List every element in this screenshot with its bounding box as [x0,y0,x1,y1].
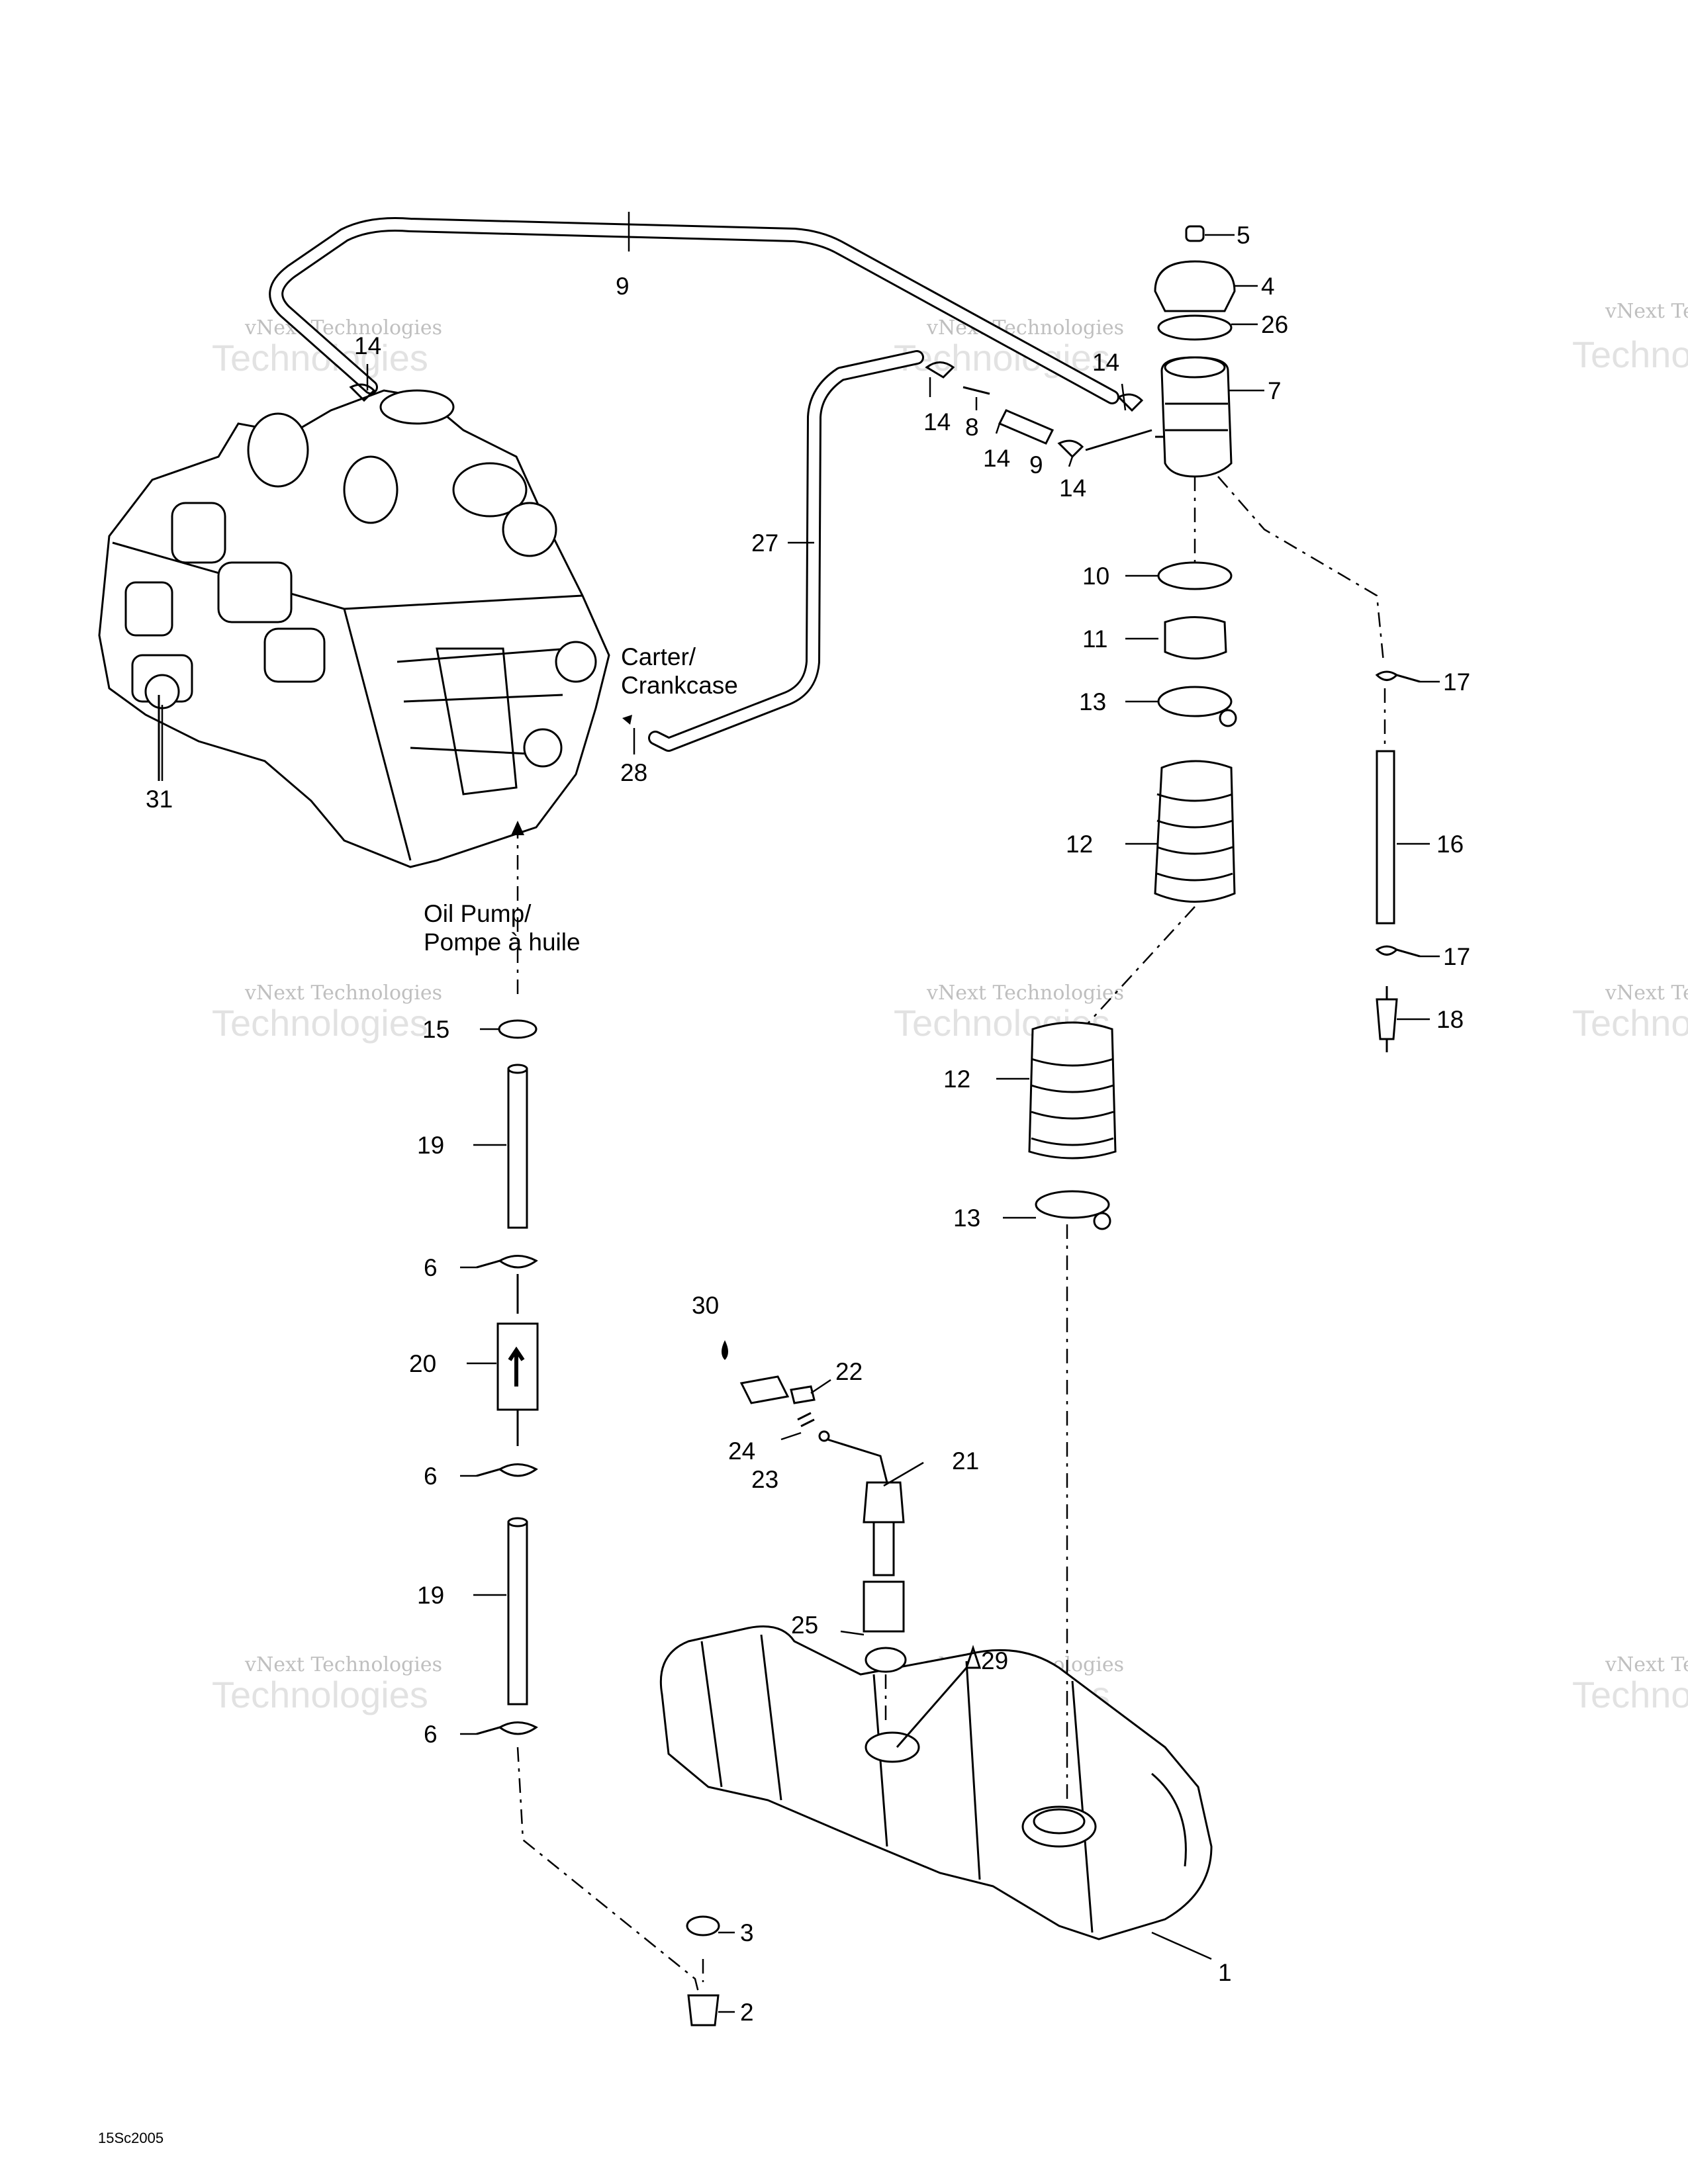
clamp [498,1019,538,1039]
callout-11: 11 [1082,625,1107,653]
callout-21: 21 [952,1447,979,1475]
oil-pump-label-line1: Oil Pump/ [424,900,532,927]
callout-10: 10 [1082,563,1109,590]
oil-pump-label-line2: Pompe à huile [424,929,581,956]
leader-lines [161,212,1440,2013]
svg-text:Technologies: Technologies [1572,1002,1688,1044]
right-vent-line [1217,476,1421,1052]
callout-5: 5 [1237,222,1250,249]
callout-6-b: 6 [424,1463,438,1490]
svg-text:Technologies: Technologies [1572,334,1688,375]
bellows-lower [1028,1021,1117,1160]
callout-29: 29 [981,1647,1008,1674]
callout-14-c: 14 [1059,475,1086,502]
oil-filler-assembly [1028,225,1237,1800]
engine [98,389,610,868]
nut [1164,616,1227,660]
callout-31: 31 [146,786,173,813]
clamp [1035,1190,1110,1219]
svg-text:vNext Technologies: vNext Technologies [1605,300,1688,323]
vent-fittings [349,361,1152,459]
gasket [1157,561,1233,590]
callout-23: 23 [751,1466,778,1493]
clamp [498,1255,538,1269]
callout-22: 22 [835,1358,863,1385]
crankcase-label-line1: Carter/ [621,643,696,670]
callout-14-a: 14 [923,408,951,435]
callout-6-c: 6 [424,1721,438,1748]
callout-27: 27 [751,529,778,557]
annotations: Carter/ Crankcase Oil Pump/ Pompe à huil… [98,643,738,2146]
callout-12-upper: 12 [1066,831,1093,858]
callout-4: 4 [1261,273,1275,300]
svg-text:vNext Technologies: vNext Technologies [1605,981,1688,1005]
hose [507,1068,528,1229]
callout-15: 15 [422,1016,449,1043]
svg-text:vNext Technologies: vNext Technologies [244,981,442,1005]
callout-labels: 5 4 26 7 9 14 14 14 8 14 9 14 27 10 11 1… [146,222,1470,2026]
callout-20: 20 [409,1350,436,1377]
callout-24: 24 [728,1437,755,1465]
callout-16: 16 [1436,831,1464,858]
callout-19-lower: 19 [417,1582,444,1609]
svg-text:Technologies: Technologies [212,1674,428,1715]
callout-13-lower: 13 [953,1205,980,1232]
callout-17-lower: 17 [1443,943,1470,970]
watermark: Technologies vNext Technologies [1572,1653,1688,1715]
callout-3: 3 [740,1919,754,1946]
callout-12-lower: 12 [943,1066,970,1093]
callout-28: 28 [620,759,647,786]
callout-7: 7 [1268,377,1282,404]
svg-text:vNext Technologies: vNext Technologies [926,316,1124,340]
callout-17-upper: 17 [1443,668,1470,696]
callout-18: 18 [1436,1006,1464,1033]
clamp [498,1463,538,1477]
watermark: Technologies vNext Technologies [1572,300,1688,375]
oil-tank [659,1625,1213,1940]
hose [507,1521,528,1706]
watermark: Technologies vNext Technologies [1572,981,1688,1044]
callout-19-upper: 19 [417,1132,444,1159]
o-ring [1157,314,1233,341]
bellows-upper [1154,760,1236,903]
svg-text:vNext Technologies: vNext Technologies [1605,1653,1688,1676]
callout-14-left: 14 [354,332,381,359]
callout-13-upper: 13 [1079,688,1106,715]
callout-2: 2 [740,1999,754,2026]
callout-14-upper: 14 [1092,349,1119,376]
figure-code: 15Sc2005 [98,2130,164,2146]
watermark: Technologies vNext Technologies [212,981,442,1044]
crankcase-vent-hose [648,350,924,752]
crankcase-label-line2: Crankcase [621,672,738,699]
svg-text:Technologies: Technologies [212,1002,428,1044]
callout-30: 30 [692,1292,719,1319]
oil-level-sensor-assembly [722,1340,982,1748]
callout-8: 8 [965,414,979,441]
callout-26: 26 [1261,311,1288,338]
svg-text:vNext Technologies: vNext Technologies [244,1653,442,1676]
callout-14-b: 14 [983,445,1010,472]
clamp [1157,686,1233,717]
svg-text:Technologies: Technologies [1572,1674,1688,1715]
svg-text:vNext Technologies: vNext Technologies [926,981,1124,1005]
callout-6-a: 6 [424,1254,438,1281]
grommet [686,1915,720,1936]
svg-text:vNext Technologies: vNext Technologies [244,316,442,340]
fitting [687,1994,720,2026]
callout-25: 25 [791,1612,818,1639]
cap-plug [1185,225,1205,242]
watermark: Technologies vNext Technologies [212,1653,442,1715]
vent-hose-long [269,217,1119,404]
callout-1: 1 [1218,1959,1232,1986]
filler-cap [1154,260,1236,312]
callout-9-short: 9 [1029,451,1043,478]
callout-9-top: 9 [616,273,630,300]
left-oil-line [476,821,720,2026]
clamp [498,1721,538,1735]
